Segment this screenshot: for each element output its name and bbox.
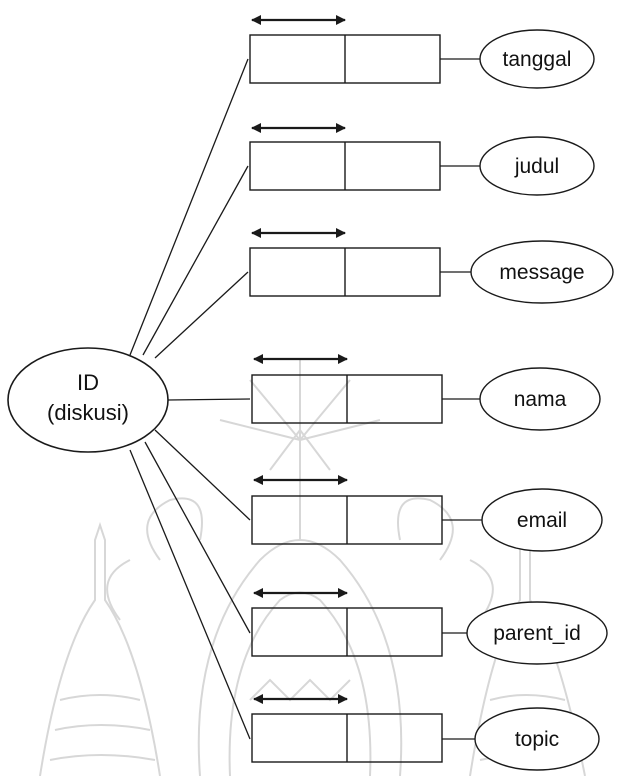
attribute-row-parent-id: parent_id bbox=[251, 588, 608, 665]
center-label-diskusi: (diskusi) bbox=[47, 400, 129, 425]
attribute-label: email bbox=[517, 509, 567, 532]
connector-line bbox=[167, 398, 251, 401]
attribute-row-email: email bbox=[251, 475, 603, 552]
connector-line bbox=[129, 58, 249, 356]
attribute-row-judul: judul bbox=[249, 123, 595, 196]
connector-line bbox=[154, 429, 251, 521]
attribute-label: parent_id bbox=[493, 622, 581, 645]
attribute-ellipse bbox=[470, 240, 614, 304]
connector-line bbox=[129, 449, 251, 740]
attribute-ellipse bbox=[479, 29, 595, 89]
attribute-row-tanggal: tanggal bbox=[249, 15, 595, 89]
connector-line bbox=[142, 165, 249, 356]
attribute-ellipse bbox=[479, 367, 601, 431]
attribute-label: message bbox=[499, 261, 584, 284]
attribute-label: tanggal bbox=[503, 48, 572, 71]
attribute-rows: tanggal judul message nama email parent_idtop… bbox=[249, 15, 614, 771]
center-ellipse bbox=[7, 347, 169, 453]
center-label-id: ID bbox=[77, 370, 99, 395]
attribute-label: judul bbox=[514, 155, 559, 178]
attribute-ellipse bbox=[481, 488, 603, 552]
center-entity: ID (diskusi) bbox=[7, 347, 169, 453]
connector-line bbox=[154, 271, 249, 359]
attribute-row-topic: topic bbox=[251, 694, 600, 771]
attribute-ellipse bbox=[466, 601, 608, 665]
attribute-label: topic bbox=[515, 728, 559, 751]
attribute-label: nama bbox=[514, 388, 567, 411]
attribute-ellipse bbox=[474, 707, 600, 771]
connector-lines bbox=[129, 58, 251, 740]
attribute-ellipse bbox=[479, 136, 595, 196]
attribute-row-message: message bbox=[249, 228, 614, 304]
attribute-row-nama: nama bbox=[251, 354, 601, 431]
connector-line bbox=[144, 441, 251, 634]
